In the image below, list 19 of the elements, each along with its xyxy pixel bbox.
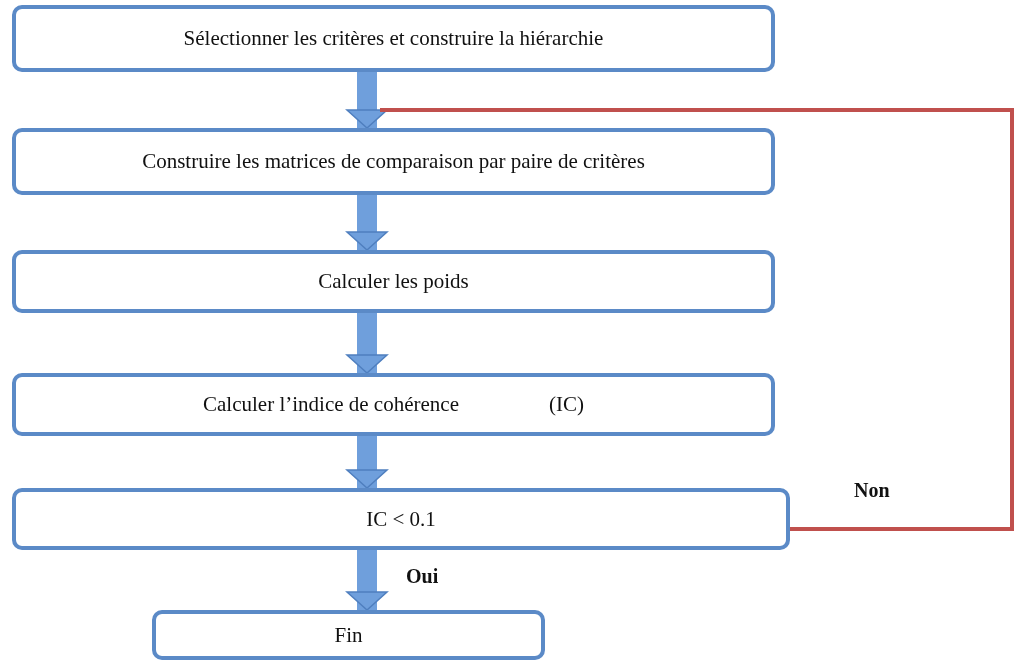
- box-text: Calculer les poids: [318, 269, 469, 294]
- process-box: [12, 128, 775, 195]
- box-text: Sélectionner les critères et construire la hiérarchie: [183, 26, 604, 51]
- process-box: [12, 488, 790, 550]
- box-text: (IC): [548, 392, 584, 417]
- block-arrow: [346, 195, 388, 251]
- block-arrow: [346, 313, 388, 374]
- box-text: Fin: [334, 622, 363, 648]
- block-arrow: [346, 436, 388, 489]
- feedback-line: [380, 108, 1014, 531]
- block-arrow: [346, 550, 388, 611]
- process-box: [12, 250, 775, 313]
- box-text: IC < 0.1: [366, 506, 436, 532]
- process-box: [12, 373, 775, 436]
- process-box: [12, 5, 775, 72]
- box-text: Calculer l’indice de cohérence: [203, 392, 459, 417]
- block-arrow: [346, 72, 388, 129]
- process-box: [152, 610, 545, 660]
- box-text: Construire les matrices de comparaison par paire de critères: [142, 149, 645, 174]
